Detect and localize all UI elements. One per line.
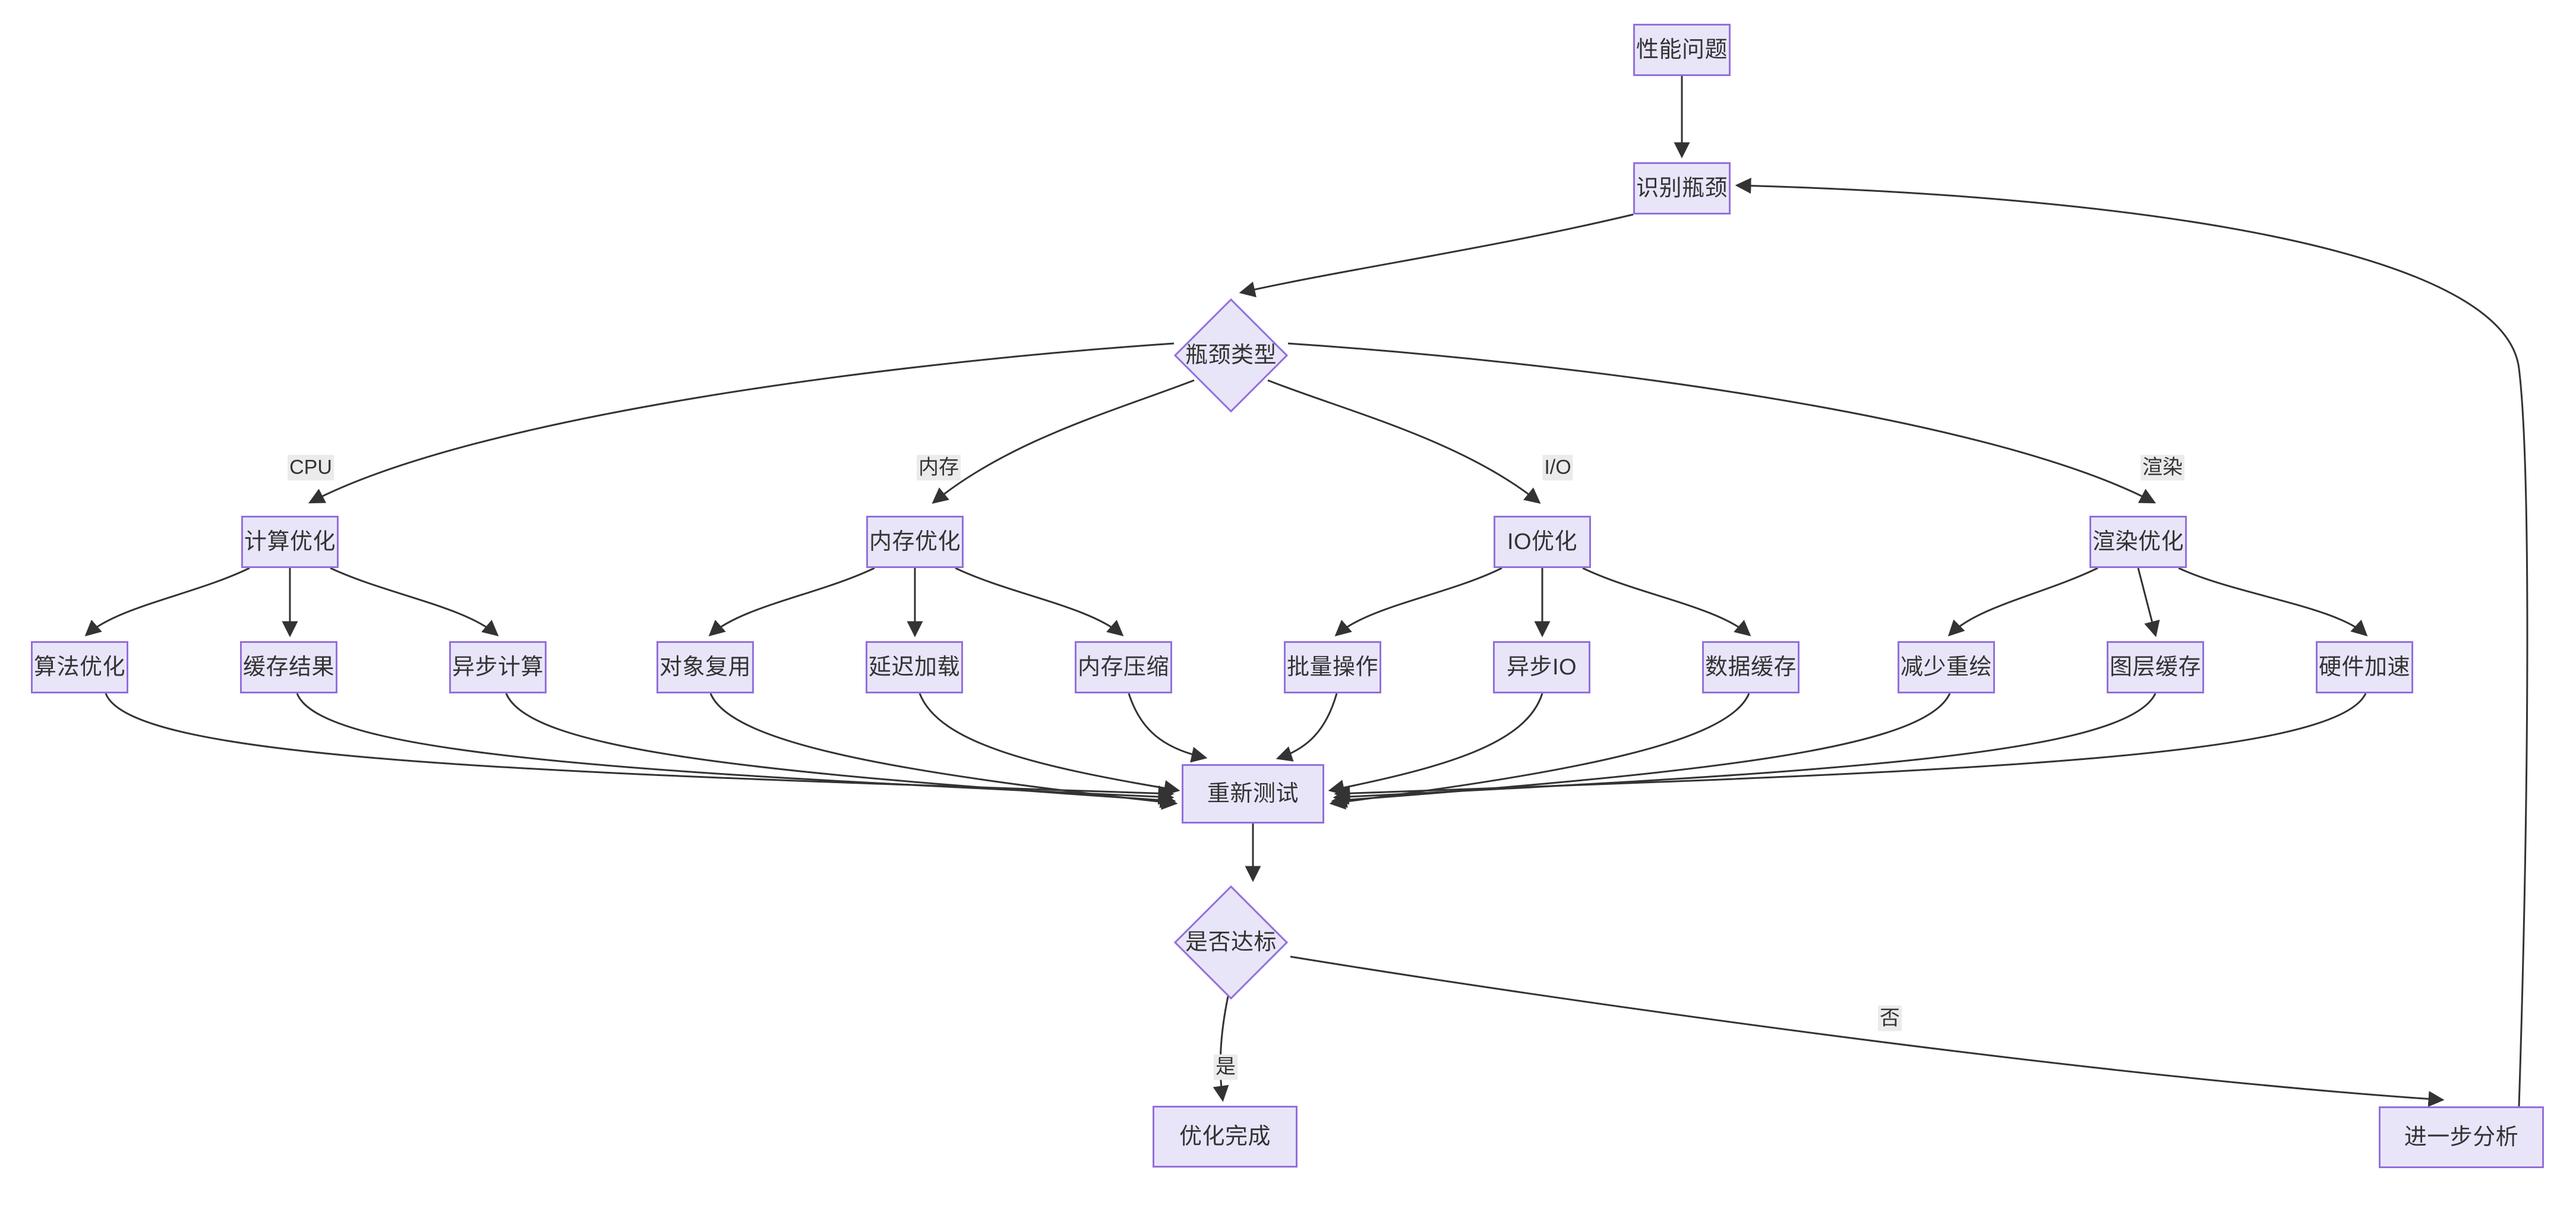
edge-io-batch (1334, 567, 1502, 636)
edge-deep-analyze-identify (1735, 178, 2528, 1107)
edge-asynccalc-retest (505, 693, 1176, 808)
edge-label: 是 (1214, 1054, 1238, 1080)
edge-render-repaint (1947, 567, 2098, 637)
edge-render-hw (2178, 567, 2368, 637)
node-async_io[interactable]: 异步IO (1493, 641, 1590, 693)
node-label: 缓存结果 (242, 655, 334, 680)
node-label: 识别瓶颈 (1636, 176, 1728, 201)
node-algo[interactable]: 算法优化 (31, 641, 128, 693)
edge-lazyload-retest (918, 693, 1180, 796)
edge-label: CPU (288, 455, 334, 481)
edge-hwaccel-retest (1334, 693, 2367, 802)
node-hw_accel[interactable]: 硬件加速 (2316, 641, 2413, 693)
edge-bneck-cpu (308, 342, 1175, 504)
edge-asyncio-retest (1328, 693, 1543, 796)
edge-is-ok-done (1213, 988, 1231, 1102)
node-lazy_load[interactable]: 延迟加载 (866, 641, 963, 693)
node-label: 数据缓存 (1704, 655, 1797, 680)
edge-cpu-async (330, 567, 499, 636)
node-cpu_opt[interactable]: 计算优化 (241, 516, 339, 568)
node-retest[interactable]: 重新测试 (1182, 764, 1324, 824)
node-label: 瓶颈类型 (1185, 343, 1277, 368)
node-label: 异步IO (1506, 655, 1577, 680)
node-label: 计算优化 (244, 529, 336, 554)
node-less_repaint[interactable]: 减少重绘 (1898, 641, 1995, 693)
node-label: IO优化 (1507, 529, 1578, 554)
node-label: 内存优化 (869, 529, 961, 554)
node-perf_issue[interactable]: 性能问题 (1633, 24, 1731, 76)
node-label: 进一步分析 (2404, 1125, 2519, 1150)
node-label: 图层缓存 (2109, 655, 2201, 680)
edge-bneck-mem (932, 379, 1195, 504)
node-label: 批量操作 (1286, 655, 1378, 680)
edge-label: I/O (1542, 455, 1573, 481)
edge-label: 渲染 (2141, 455, 2184, 481)
node-label: 是否达标 (1185, 930, 1277, 955)
node-cache_res[interactable]: 缓存结果 (240, 641, 337, 693)
node-layer_cache[interactable]: 图层缓存 (2107, 641, 2204, 693)
edge-objreuse-retest (709, 693, 1178, 810)
edge-mem-compress (955, 567, 1124, 636)
edge-is-ok-deep-analyze (1290, 955, 2445, 1107)
edge-io-datacache (1582, 567, 1751, 636)
node-label: 算法优化 (33, 655, 125, 680)
edge-identify-bneck-type (1239, 213, 1634, 298)
node-label: 减少重绘 (1900, 655, 1992, 680)
edge-label: 内存 (917, 455, 961, 481)
node-label: 硬件加速 (2318, 655, 2410, 680)
edge-cpu-algo (84, 567, 250, 636)
node-label: 优化完成 (1179, 1124, 1271, 1149)
edge-label: 否 (1878, 1005, 1902, 1031)
node-async_calc[interactable]: 异步计算 (449, 641, 547, 693)
node-label: 内存压缩 (1077, 655, 1169, 680)
node-mem_opt[interactable]: 内存优化 (866, 516, 964, 568)
edge-mem-obj (708, 567, 875, 636)
edge-bneck-render (1287, 342, 2156, 504)
edge-bneck-io (1267, 379, 1541, 504)
node-batch_op[interactable]: 批量操作 (1284, 641, 1381, 693)
node-label: 性能问题 (1636, 37, 1728, 62)
node-label: 延迟加载 (868, 655, 960, 680)
node-bneck_type[interactable]: 瓶颈类型 (1174, 298, 1288, 412)
node-label: 对象复用 (659, 655, 751, 680)
edge-cacheres-retest (296, 693, 1175, 805)
edge-render-layer (2137, 567, 2160, 638)
node-io_opt[interactable]: IO优化 (1494, 516, 1591, 568)
node-label: 异步计算 (452, 655, 544, 680)
node-is_ok[interactable]: 是否达标 (1174, 885, 1288, 999)
node-label: 重新测试 (1207, 781, 1299, 806)
node-done[interactable]: 优化完成 (1153, 1106, 1298, 1168)
node-data_cache[interactable]: 数据缓存 (1702, 641, 1800, 693)
node-deep_analyze[interactable]: 进一步分析 (2379, 1106, 2544, 1168)
node-identify[interactable]: 识别瓶颈 (1633, 162, 1731, 214)
edge-batchop-retest (1276, 693, 1338, 762)
node-obj_reuse[interactable]: 对象复用 (656, 641, 754, 693)
node-render_opt[interactable]: 渲染优化 (2089, 516, 2187, 568)
node-label: 渲染优化 (2092, 529, 2184, 554)
edge-memcompress-retest (1128, 693, 1208, 763)
node-mem_compress[interactable]: 内存压缩 (1075, 641, 1172, 693)
